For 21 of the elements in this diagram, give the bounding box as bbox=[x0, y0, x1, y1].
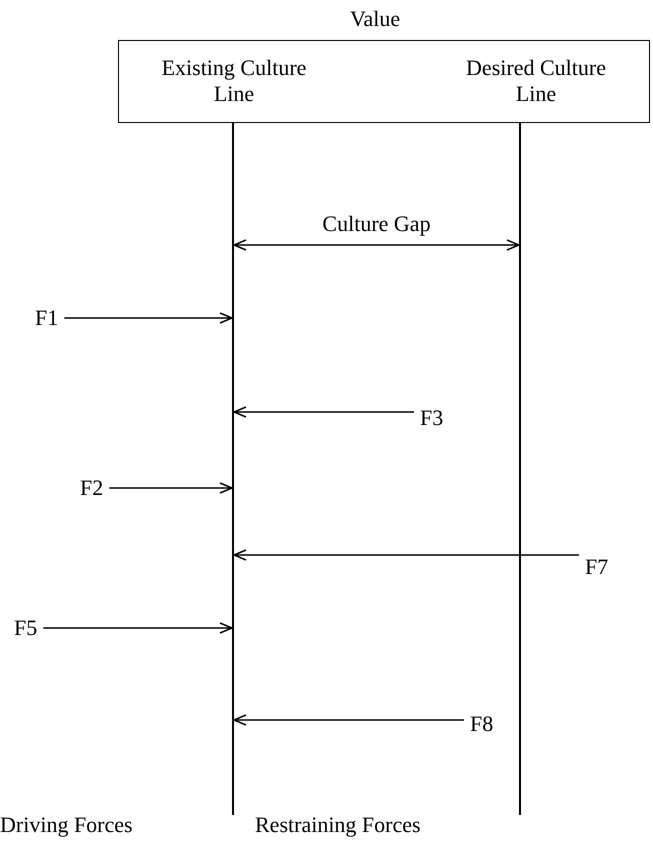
arrow bbox=[43, 622, 233, 634]
force-label: F1 bbox=[35, 305, 58, 331]
side-caption: Driving Forces bbox=[0, 812, 133, 838]
side-caption: Restraining Forces bbox=[255, 812, 421, 838]
arrow bbox=[109, 482, 233, 494]
header-box bbox=[118, 40, 650, 123]
arrow bbox=[64, 312, 233, 324]
arrow bbox=[233, 714, 464, 726]
force-label: F7 bbox=[585, 554, 608, 580]
culture-line-heading: Existing Culture Line bbox=[160, 55, 308, 107]
force-label: F3 bbox=[420, 405, 444, 431]
arrow bbox=[233, 239, 520, 251]
arrow bbox=[233, 406, 414, 418]
diagram-title: Value bbox=[350, 6, 400, 32]
force-label: F5 bbox=[14, 615, 38, 641]
force-label: F8 bbox=[470, 711, 494, 737]
culture-line bbox=[232, 123, 234, 815]
culture-line bbox=[519, 123, 521, 815]
culture-line-heading: Desired Culture Line bbox=[465, 55, 607, 107]
force-label: F2 bbox=[80, 475, 104, 501]
arrow bbox=[233, 549, 579, 561]
